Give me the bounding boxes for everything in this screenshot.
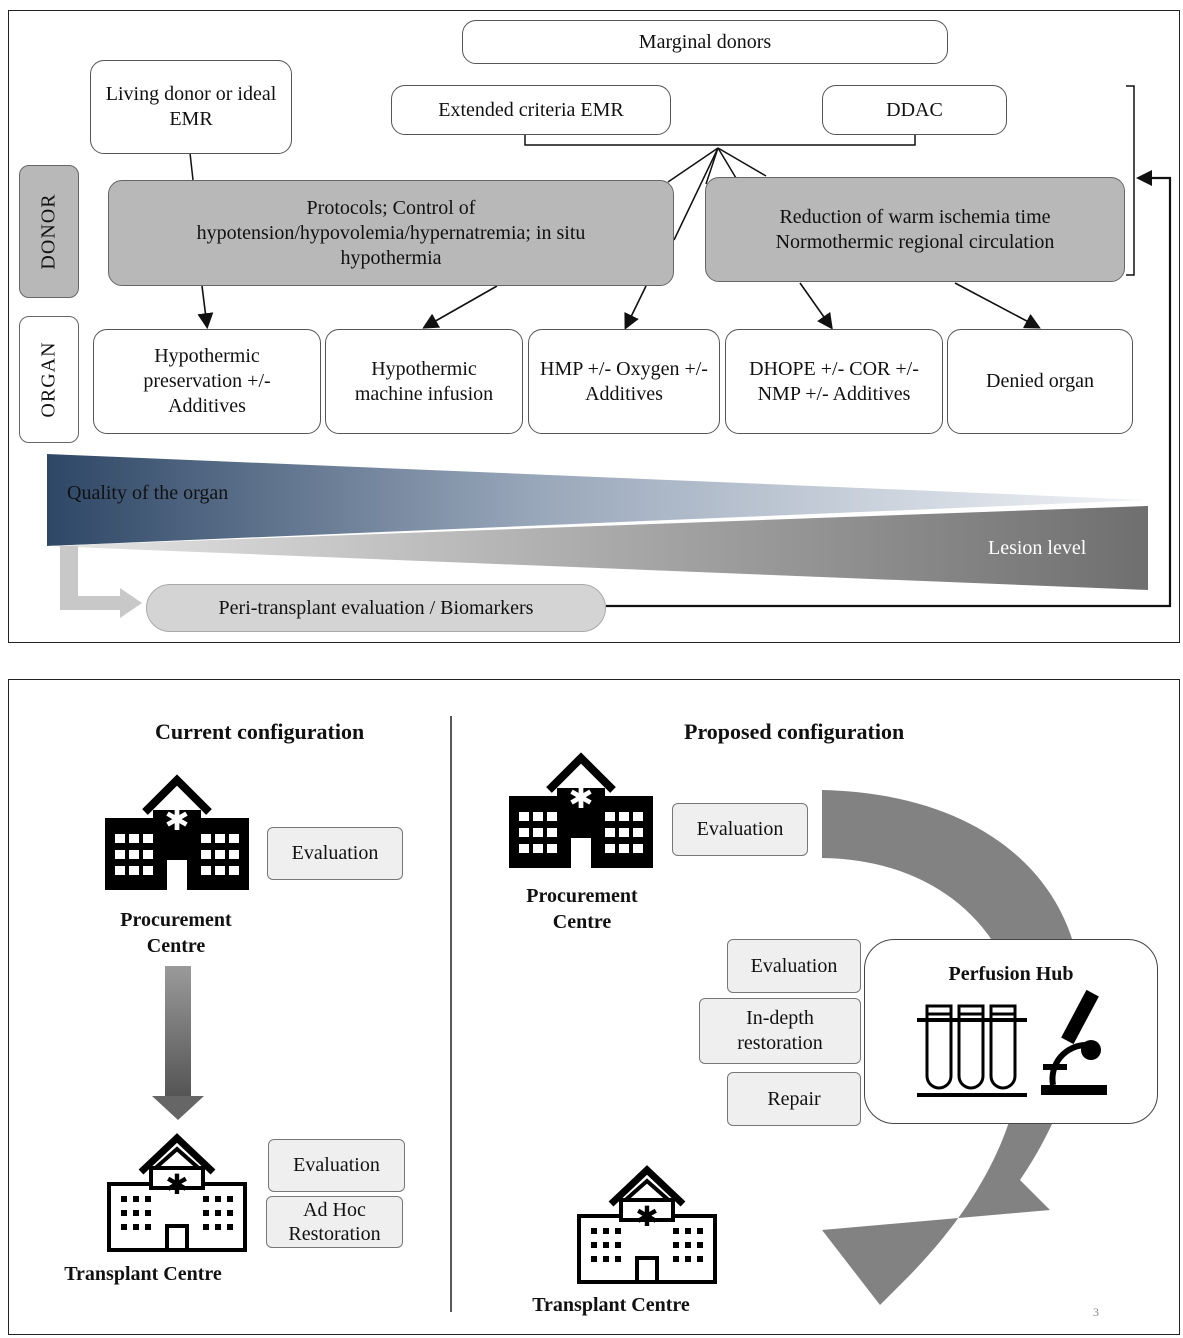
svg-text:✱: ✱ xyxy=(164,803,189,838)
down-arrow xyxy=(152,966,204,1120)
repair-box: Repair xyxy=(727,1072,861,1126)
fan-line xyxy=(705,147,719,185)
hospital-outline-icon: ✱ xyxy=(107,1133,247,1252)
lesion-label: Lesion level xyxy=(988,537,1087,559)
evaluation-box: Evaluation xyxy=(672,803,808,856)
proposed-config-title: Proposed configuration xyxy=(684,719,905,744)
feedback-arrow xyxy=(606,176,1172,608)
perfusion-hub-title: Perfusion Hub xyxy=(948,963,1074,985)
procurement-centre-label: Procurement Centre xyxy=(526,885,638,933)
in-depth-restoration-box: In-depth restoration xyxy=(699,998,861,1064)
hospital-outline-icon: ✱ xyxy=(577,1165,717,1284)
marginal-donors-box: Marginal donors xyxy=(462,20,948,64)
adhoc-restoration-box: Ad Hoc Restoration xyxy=(266,1196,403,1248)
denied-organ-box: Denied organ xyxy=(947,329,1133,434)
extended-criteria-box: Extended criteria EMR xyxy=(391,85,671,135)
procurement-centre-label: Procurement Centre xyxy=(120,909,232,957)
quality-wedge xyxy=(47,454,1148,546)
fan-line xyxy=(667,147,719,183)
living-donor-box: Living donor or ideal EMR xyxy=(90,60,292,154)
organ-option: DHOPE +/- COR +/- NMP +/- Additives xyxy=(725,329,943,434)
arrow xyxy=(197,285,214,330)
lesion-wedge xyxy=(47,506,1148,590)
arrow xyxy=(954,282,1041,329)
evaluation-box: Evaluation xyxy=(267,827,403,880)
arrow xyxy=(799,282,833,330)
transplant-centre-label: Transplant Centre xyxy=(532,1294,690,1316)
microscope-icon xyxy=(1041,989,1107,1095)
organ-label: ORGAN xyxy=(19,316,79,443)
evaluation-box: Evaluation xyxy=(727,939,861,993)
ddac-box: DDAC xyxy=(822,85,1007,135)
reduction-box: Reduction of warm ischemia time Normothe… xyxy=(705,177,1125,282)
arrow xyxy=(624,285,647,330)
arrow xyxy=(422,285,498,329)
protocols-box: Protocols; Control of hypotension/hypovo… xyxy=(108,180,674,286)
fan-line xyxy=(673,147,719,241)
current-config-title: Current configuration xyxy=(155,719,365,744)
svg-text:✱: ✱ xyxy=(568,781,593,816)
svg-text:✱: ✱ xyxy=(635,1200,658,1233)
organ-option: Hypothermic preservation +/- Additives xyxy=(93,329,321,434)
transplant-centre-label: Transplant Centre xyxy=(64,1263,222,1285)
fan-line xyxy=(717,147,767,177)
grey-arrow xyxy=(60,546,142,618)
organ-option: HMP +/- Oxygen +/- Additives xyxy=(528,329,720,434)
fan-line xyxy=(717,147,737,179)
donor-label: DONOR xyxy=(19,165,79,298)
perfusion-hub: Perfusion Hub xyxy=(864,939,1158,1124)
hospital-icon: ✱ xyxy=(105,774,249,890)
organ-option: Hypothermic machine infusion xyxy=(325,329,523,434)
svg-text:✱: ✱ xyxy=(165,1168,188,1201)
peri-transplant-box: Peri-transplant evaluation / Biomarkers xyxy=(146,584,606,632)
test-tubes-icon xyxy=(917,1004,1027,1097)
curved-flow-arrow xyxy=(822,790,1082,1305)
quality-label: Quality of the organ xyxy=(67,482,229,504)
page-number: 3 xyxy=(1093,1305,1099,1319)
evaluation-box: Evaluation xyxy=(268,1139,405,1192)
hospital-icon: ✱ xyxy=(509,752,653,868)
